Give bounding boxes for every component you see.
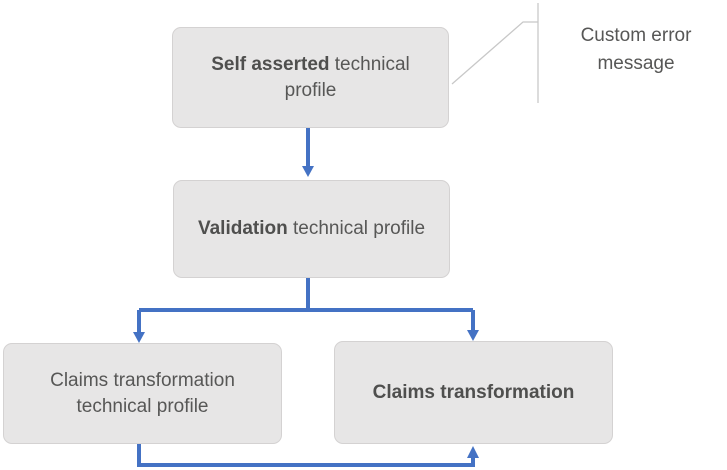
claims-transformation-label: Claims transformation (372, 381, 575, 403)
callout-leader-line (451, 3, 539, 103)
claims-transformation-technical-profile-node[interactable]: Claims transformation technical profile (3, 343, 282, 444)
connector-validation-split (133, 278, 479, 343)
self-asserted-label: Self asserted technical profile (187, 52, 434, 104)
validation-label-rest: technical profile (287, 218, 426, 240)
validation-technical-profile-node[interactable]: Validation technical profile (173, 180, 450, 278)
claims-transformation-technical-profile-label: Claims transformation technical profile (50, 369, 235, 417)
custom-error-message-annotation: Custom error message (556, 22, 716, 77)
annotation-line-2: message (597, 52, 675, 74)
validation-label: Validation technical profile (198, 216, 425, 242)
self-asserted-label-bold: Self asserted (211, 53, 330, 75)
validation-label-bold: Validation (197, 218, 288, 240)
connector-bottom-loop (137, 444, 479, 467)
claims-transformation-node[interactable]: Claims transformation (334, 341, 613, 444)
annotation-line-1: Custom error (580, 25, 692, 46)
self-asserted-label-rest: technical profile (284, 53, 410, 101)
connector-self-asserted-to-validation (302, 128, 314, 177)
self-asserted-technical-profile-node[interactable]: Self asserted technical profile (172, 27, 449, 128)
